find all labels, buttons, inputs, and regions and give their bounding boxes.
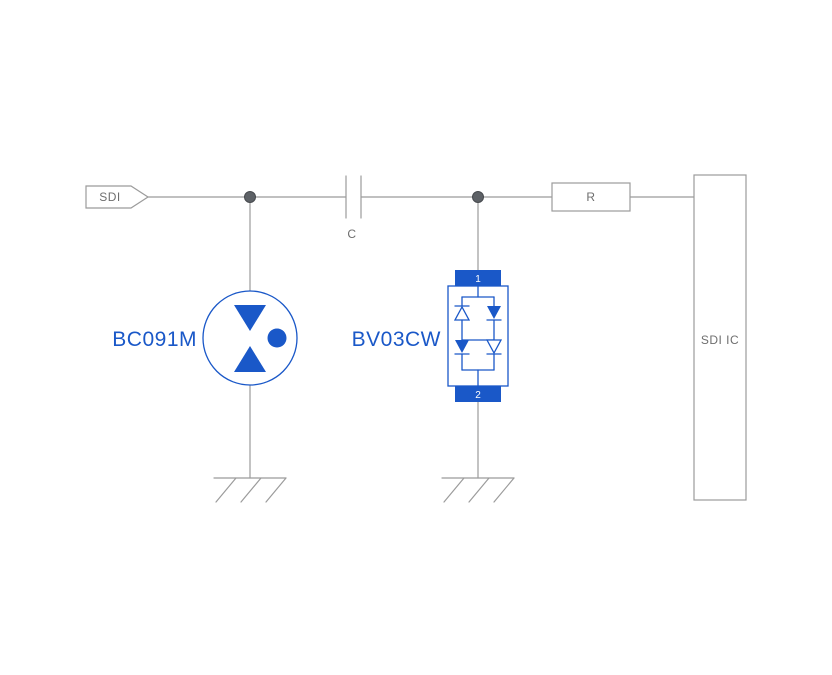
bv03cw-pin2-pad — [455, 386, 501, 402]
bv03cw-internal-diodes — [453, 285, 503, 387]
diode-br-triangle — [485, 339, 503, 355]
bc091m-triangle-up — [234, 346, 266, 372]
sdi-tag-shape — [85, 185, 150, 209]
sdi-ic-label: SDI IC — [701, 333, 739, 347]
junction-dot-right — [472, 191, 484, 203]
bv03cw-pin1-label: 1 — [475, 274, 481, 285]
bc091m-label: BC091M — [112, 328, 197, 351]
diode-bl-triangle — [455, 340, 469, 353]
sdi-input-tag: SDI — [85, 185, 150, 209]
ground-symbol-right — [441, 477, 515, 503]
ground-right-slash-2 — [468, 477, 490, 503]
bc091m-dot — [267, 328, 287, 348]
ground-left-slash-2 — [240, 477, 262, 503]
ground-right-slash-3 — [493, 477, 515, 503]
sdi-ic-block: SDI IC — [693, 174, 747, 501]
sdi-input-label: SDI — [99, 190, 121, 204]
resistor-symbol: R — [551, 182, 631, 212]
bv03cw-pin2-label: 2 — [475, 390, 481, 401]
sdi-ic-box — [693, 174, 747, 501]
capacitor-label: C — [347, 227, 356, 241]
junction-dot-left — [244, 191, 256, 203]
capacitor-symbol: C — [345, 175, 362, 241]
bc091m-body-circle — [202, 290, 298, 386]
ground-left-slash-1 — [215, 477, 237, 503]
resistor-label: R — [586, 190, 595, 204]
bv03cw-pin1-pad — [455, 270, 501, 286]
resistor-box — [551, 182, 631, 212]
bv03cw-body-box — [447, 285, 509, 387]
ground-right-slash-1 — [443, 477, 465, 503]
bv03cw-symbol: 1 2 — [447, 270, 509, 402]
diode-tr-triangle — [487, 306, 501, 319]
ground-left-slash-3 — [265, 477, 287, 503]
bv03cw-label: BV03CW — [352, 328, 441, 351]
bc091m-symbol — [202, 290, 298, 386]
bc091m-triangle-down — [234, 305, 266, 331]
ground-symbol-left — [213, 477, 287, 503]
